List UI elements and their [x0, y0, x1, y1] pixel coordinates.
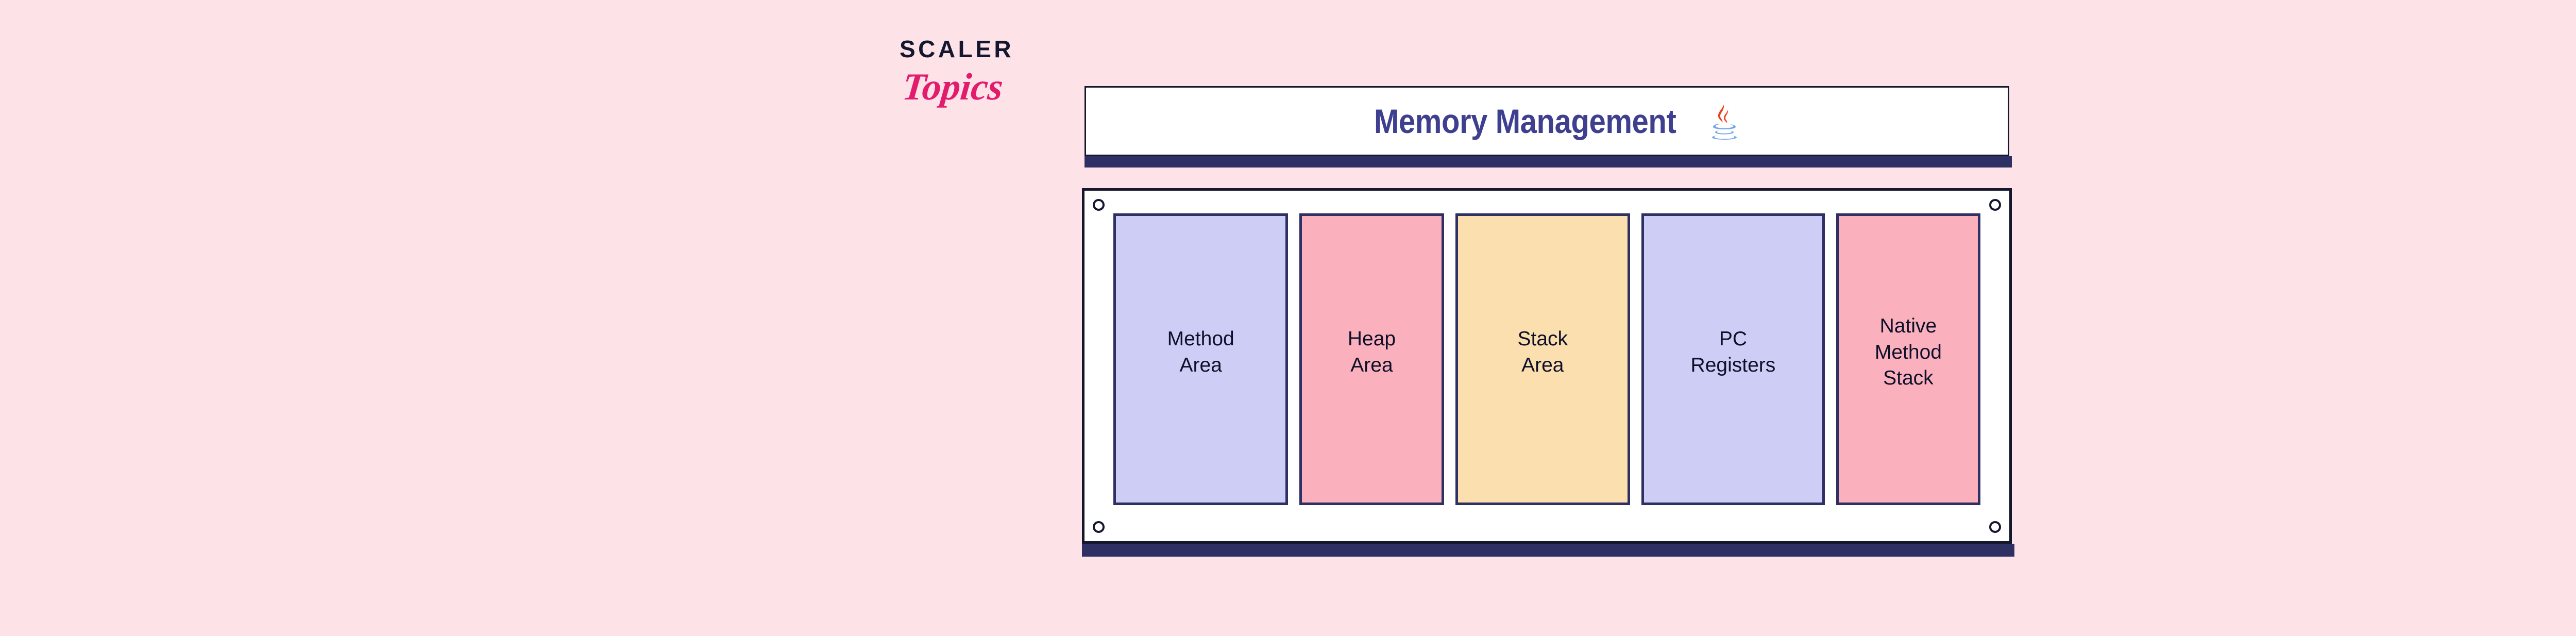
- memory-block-stack-area[interactable]: Stack Area: [1455, 213, 1630, 505]
- java-logo-icon: [1711, 105, 1737, 140]
- brand-wordmark: SCALER: [900, 36, 1014, 62]
- memory-management-container: Method Area Heap Area Stack Area PC Regi…: [1082, 188, 2012, 544]
- screw-hole-icon: [1989, 521, 2001, 533]
- memory-container-shadow: [1082, 544, 2014, 557]
- memory-block-heap-area[interactable]: Heap Area: [1299, 213, 1444, 505]
- memory-block-pc-registers[interactable]: PC Registers: [1641, 213, 1825, 505]
- screw-hole-icon: [1989, 199, 2001, 211]
- memory-blocks-row: Method Area Heap Area Stack Area PC Regi…: [1113, 213, 1980, 505]
- scaler-topics-logo: SCALER Topics: [897, 37, 1047, 135]
- memory-block-label: PC Registers: [1690, 328, 1776, 376]
- screw-hole-icon: [1093, 199, 1105, 211]
- title-banner-inner: Memory Management: [1086, 88, 2008, 155]
- brand-script-topics: Topics: [900, 66, 1005, 108]
- memory-block-label: Stack Area: [1517, 328, 1568, 376]
- memory-block-label: Method Area: [1167, 328, 1234, 376]
- title-banner: Memory Management: [1084, 86, 2009, 156]
- memory-block-native-method-stack[interactable]: Native Method Stack: [1836, 213, 1980, 505]
- memory-block-label: Heap Area: [1347, 328, 1396, 376]
- memory-block-label: Native Method Stack: [1874, 314, 1942, 390]
- page-title: Memory Management: [1374, 102, 1676, 140]
- title-banner-shadow: [1084, 156, 2012, 168]
- screw-hole-icon: [1093, 521, 1105, 533]
- memory-block-method-area[interactable]: Method Area: [1113, 213, 1289, 505]
